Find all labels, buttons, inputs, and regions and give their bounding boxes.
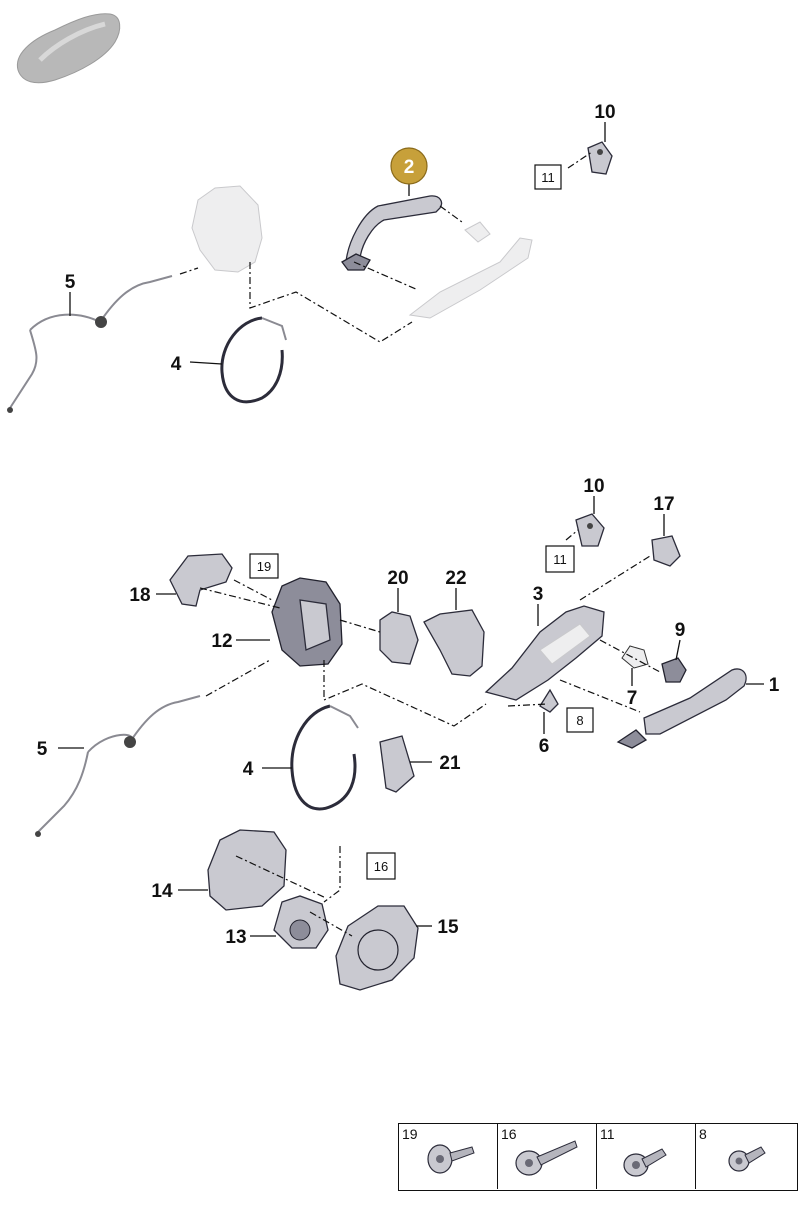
- highlight-callout-label[interactable]: 2: [404, 157, 415, 178]
- legend-cell-11[interactable]: 11: [596, 1123, 696, 1189]
- legend-cell-16[interactable]: 16: [497, 1123, 597, 1189]
- callout-21[interactable]: 21: [439, 753, 461, 774]
- housing-part-14: [207, 829, 287, 911]
- callout-18[interactable]: 18: [129, 585, 150, 606]
- fastener-legend: 19 16 11 8: [398, 1123, 798, 1191]
- callout-box-8-label: 8: [576, 713, 583, 728]
- callout-9[interactable]: 9: [675, 620, 686, 641]
- car-thumbnail-icon: [16, 13, 121, 84]
- callout-5-top[interactable]: 5: [65, 272, 76, 293]
- callout-4-bottom[interactable]: 4: [243, 759, 254, 780]
- callout-box-8[interactable]: [566, 707, 594, 733]
- callout-10-bottom[interactable]: 10: [583, 476, 604, 497]
- cable-part-4-top: [220, 316, 284, 404]
- trim-part-6: [539, 688, 559, 713]
- screw-flat-head-icon: [427, 1144, 475, 1174]
- cover-part-20: [379, 611, 419, 665]
- callout-4-top[interactable]: 4: [171, 354, 182, 375]
- pad-part-21: [379, 735, 415, 793]
- callout-14[interactable]: 14: [151, 881, 173, 902]
- highlight-callout-circle[interactable]: [390, 147, 428, 185]
- callout-7[interactable]: 7: [627, 688, 638, 709]
- screw-short-torx-icon: [728, 1146, 766, 1172]
- screw-long-flange-icon: [515, 1140, 578, 1176]
- seal-part-22: [423, 609, 485, 677]
- legend-number: 16: [501, 1126, 517, 1142]
- callout-box-11-top-label: 11: [541, 170, 555, 185]
- bracket-part-10-top: [587, 141, 613, 175]
- callout-15[interactable]: 15: [437, 917, 459, 938]
- cable-part-5-bottom: [87, 695, 201, 753]
- ghost-handle-carrier: [408, 237, 533, 319]
- cable-part-4-bottom: [290, 704, 357, 811]
- gasket-part-7: [621, 645, 649, 669]
- legend-frame: [398, 1123, 798, 1191]
- callout-5-bottom[interactable]: 5: [37, 739, 48, 760]
- cover-part-15: [335, 905, 419, 991]
- plate-part-17: [651, 535, 681, 567]
- callout-1[interactable]: 1: [769, 675, 780, 696]
- callout-box-11-bottom-label: 11: [553, 552, 567, 567]
- legend-cell-8[interactable]: 8: [695, 1123, 794, 1189]
- bracket-part-10-bottom: [575, 513, 605, 547]
- callout-box-16[interactable]: [366, 852, 396, 880]
- callout-box-11-top[interactable]: [534, 164, 562, 190]
- callout-22[interactable]: 22: [445, 568, 466, 589]
- callout-box-16-label: 16: [374, 859, 388, 874]
- callout-3[interactable]: 3: [533, 584, 544, 605]
- legend-number: 11: [600, 1126, 615, 1142]
- callout-17[interactable]: 17: [653, 494, 674, 515]
- callout-6[interactable]: 6: [539, 736, 550, 757]
- callout-20[interactable]: 20: [387, 568, 408, 589]
- callout-10-top[interactable]: 10: [594, 102, 615, 123]
- door-handle-part-2: [345, 195, 443, 263]
- screw-torx-flange-icon: [623, 1148, 667, 1177]
- legend-number: 19: [402, 1126, 418, 1142]
- callout-box-11-bottom[interactable]: [545, 545, 575, 573]
- cap-part-9: [661, 657, 687, 683]
- door-handle-part-1: [643, 668, 747, 735]
- callout-box-19-label: 19: [257, 559, 271, 574]
- bottom-assembly: [35, 496, 764, 991]
- bracket-part-18: [169, 553, 233, 607]
- ghost-door-lock: [191, 185, 263, 273]
- legend-number: 8: [699, 1126, 707, 1142]
- callouts: 2 10 11 5 4 10 11 17 19 18 20 22 3 12 9 …: [37, 102, 780, 948]
- top-assembly: [7, 122, 613, 413]
- callout-12[interactable]: 12: [211, 631, 232, 652]
- legend-cell-19[interactable]: 19: [398, 1123, 498, 1189]
- callout-box-19[interactable]: [249, 553, 279, 579]
- callout-13[interactable]: 13: [225, 927, 246, 948]
